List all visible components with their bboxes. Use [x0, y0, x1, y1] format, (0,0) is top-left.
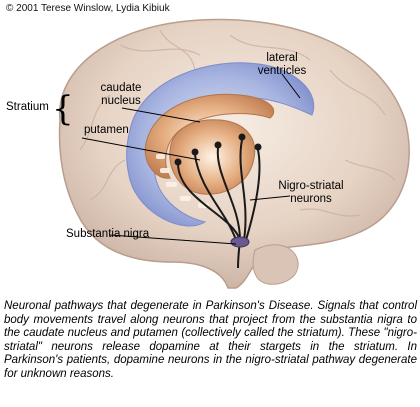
brainstem-shape [252, 244, 299, 285]
label-lateral-ventricles: lateral ventricles [250, 52, 314, 78]
label-nigro-striatal-neurons: Nigro-striatal neurons [266, 180, 356, 206]
brace-icon: { [52, 89, 74, 129]
label-lateral-line1: lateral [266, 52, 298, 64]
brain-illustration [58, 18, 410, 289]
substantia-nigra-shape [230, 236, 250, 248]
figure-caption: Neuronal pathways that degenerate in Par… [4, 300, 417, 380]
label-substantia-nigra: Substantia nigra [66, 228, 150, 240]
label-stratium: Stratium [6, 101, 49, 113]
label-nigro-line2: neurons [290, 193, 332, 205]
label-caudate-line2: nucleus [101, 95, 141, 107]
label-nigro-line1: Nigro-striatal [278, 180, 344, 192]
striatum-striations [156, 154, 209, 208]
leader-lines [81, 73, 301, 245]
neuron-terminals [174, 133, 262, 166]
label-putamen: putamen [84, 124, 129, 136]
copyright-text: © 2001 Terese Winslow, Lydia Kibiuk [6, 3, 170, 14]
label-lateral-line2: ventricles [257, 65, 307, 77]
nigro-striatal-neurons-shape [177, 139, 261, 269]
label-caudate-line1: caudate [100, 82, 142, 94]
brain-gyri [79, 29, 396, 217]
caudate-nucleus-shape [144, 93, 275, 179]
brain-diagram: © 2001 Terese Winslow, Lydia Kibiuk Stra… [6, 3, 410, 289]
label-caudate-nucleus: caudate nucleus [96, 82, 146, 108]
